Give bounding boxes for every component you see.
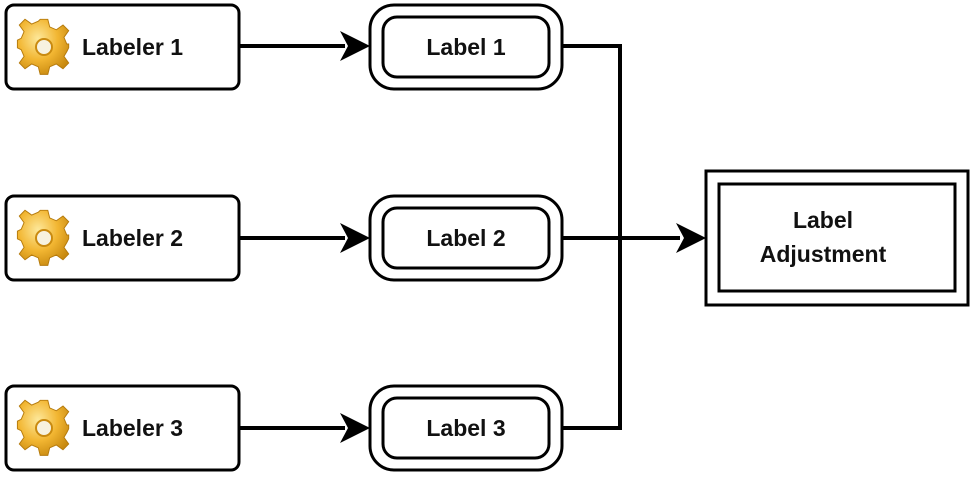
labeler-2-label: Labeler 2 (82, 225, 183, 251)
labeler-1-label: Labeler 1 (82, 34, 183, 60)
label-adjustment-box: Label Adjustment (704, 169, 970, 307)
labeler-1-box: Labeler 1 (4, 3, 241, 91)
label-3-text: Label 3 (426, 415, 505, 441)
label-2-box: Label 2 (368, 194, 564, 282)
gear-icon (16, 18, 70, 75)
label-2-text: Label 2 (426, 225, 505, 251)
arrow-labeler3-head (340, 413, 370, 443)
labeler-3-box: Labeler 3 (4, 384, 241, 472)
label-adjustment-line2: Adjustment (760, 241, 887, 267)
labeler-2-box: Labeler 2 (4, 194, 241, 282)
label-1-text: Label 1 (426, 34, 505, 60)
arrow-labeler1-head (340, 31, 370, 61)
label-adjustment-line1: Label (793, 207, 853, 233)
label-1-box: Label 1 (368, 3, 564, 91)
gear-icon (16, 209, 70, 266)
arrow-labeler2-head (340, 223, 370, 253)
labeler-3-label: Labeler 3 (82, 415, 183, 441)
arrow-adjustment-head (676, 223, 706, 253)
connectors (562, 44, 680, 430)
gear-icon (16, 399, 70, 456)
label-3-box: Label 3 (368, 384, 564, 472)
arrows (240, 31, 706, 443)
